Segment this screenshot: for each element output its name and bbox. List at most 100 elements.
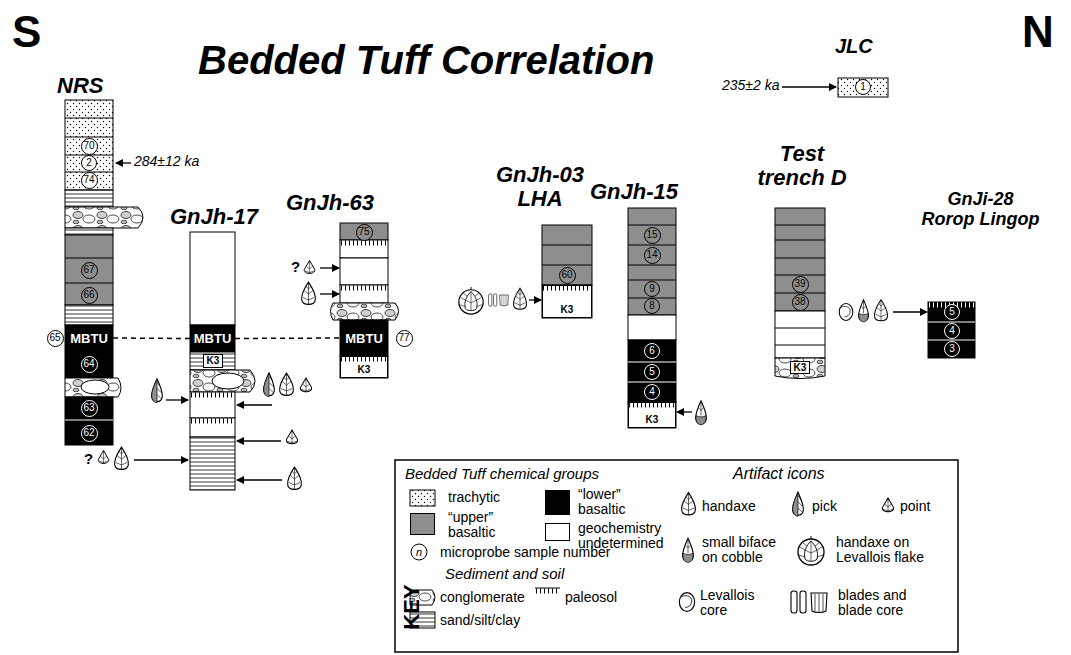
node-text: 2 [86, 158, 92, 168]
node-text: MBTU [194, 332, 232, 345]
sample-circle: 70 [81, 138, 98, 155]
node-text: 14 [646, 250, 657, 260]
label: GnJh-03 LHA [485, 163, 595, 211]
legend-text: small biface on cobble [702, 535, 784, 566]
legend-text: handaxe on Levallois flake [836, 535, 948, 566]
marker-tuff-box: MBTU [190, 325, 235, 352]
sample-circle: 67 [81, 262, 98, 279]
k3-layer: K3 [628, 402, 676, 428]
sample-circle: 63 [81, 400, 98, 417]
sample-circle: 66 [81, 287, 98, 304]
node-text: K3 [358, 365, 371, 375]
node-text: K3 [646, 415, 659, 425]
node-text: 8 [649, 301, 655, 311]
legend-text: blades and blade core [838, 588, 928, 619]
legend-text: microprobe sample number [440, 545, 610, 560]
sample-circle: 65 [47, 330, 64, 347]
sample-circle: 5 [644, 364, 660, 380]
label: JLC [835, 35, 873, 57]
node-text: 60 [561, 270, 572, 280]
sample-circle: 62 [81, 425, 98, 442]
label: GnJh-17 [170, 205, 258, 229]
label: GnJi-28 Rorop Lingop [920, 190, 1041, 230]
sample-circle: 6 [644, 343, 660, 359]
sample-circle: 74 [81, 172, 98, 189]
sample-circle: 4 [944, 323, 960, 339]
legend-text: “lower” basaltic [578, 487, 653, 518]
label: Artifact icons [733, 465, 825, 483]
node-text: 5 [949, 307, 955, 317]
sample-circle: 5 [944, 304, 960, 320]
node-text: 4 [649, 387, 655, 397]
node-text: K3 [794, 363, 807, 373]
node-text: 5 [649, 367, 655, 377]
node-text: 4 [949, 326, 955, 336]
marker-tuff-box: MBTU [65, 325, 113, 351]
marker-tuff-box: MBTU [340, 320, 388, 356]
correlation-line [235, 337, 340, 339]
k3-box: K3 [790, 361, 810, 374]
sample-circle: 4 [644, 384, 660, 400]
sample-circle: 77 [396, 330, 413, 347]
node-text: 39 [794, 279, 805, 289]
sample-circle: 9 [644, 281, 660, 297]
legend-text: point [900, 499, 930, 514]
label: NRS [57, 74, 103, 98]
legend-text: Levallois core [700, 588, 770, 619]
legend-swatch [545, 490, 570, 515]
node-text: K3 [207, 356, 220, 366]
label: GnJh-15 [590, 180, 678, 204]
node-text: 63 [83, 403, 94, 413]
label: GnJh-63 [286, 191, 374, 215]
node-text: 3 [949, 344, 955, 354]
k3-layer: K3 [340, 356, 388, 378]
correlation-line [113, 337, 190, 339]
diagram-title: Bedded Tuff Correlation [198, 38, 654, 82]
legend-swatch [545, 523, 570, 541]
node-text: 70 [83, 141, 94, 151]
label: Sediment and soil [445, 566, 564, 583]
label: S [12, 8, 41, 56]
label: 235±2 ka [722, 78, 780, 93]
label: KEY [400, 584, 424, 629]
node-text: 62 [83, 428, 94, 438]
node-text: 6 [649, 346, 655, 356]
sample-circle: 39 [792, 276, 809, 293]
node-text: 66 [83, 290, 94, 300]
sample-circle: 2 [81, 155, 97, 171]
label: ? [84, 451, 93, 468]
sample-circle: 1 [855, 79, 871, 95]
legend-swatch [410, 513, 435, 535]
legend-text: pick [812, 499, 837, 514]
sample-circle: 60 [559, 267, 576, 284]
sample-circle: 64 [81, 356, 98, 373]
k3-layer: K3 [542, 285, 592, 318]
label: n [416, 547, 422, 558]
label: N [1022, 8, 1054, 56]
node-text: 9 [649, 284, 655, 294]
legend-text: “upper” basaltic [448, 510, 523, 541]
node-text: 1 [860, 82, 866, 92]
node-text: 65 [49, 333, 60, 343]
node-text: MBTU [70, 332, 108, 345]
label: ? [291, 259, 300, 276]
label: Bedded Tuff chemical groups [405, 466, 599, 483]
sample-circle: 3 [944, 341, 960, 357]
label: Test trench D [752, 142, 852, 190]
legend-text: trachytic [448, 490, 500, 505]
sample-circle: 38 [792, 294, 809, 311]
sample-circle: 15 [644, 227, 661, 244]
node-text: 77 [398, 333, 409, 343]
node-text: 67 [83, 265, 94, 275]
node-text: 74 [83, 175, 94, 185]
k3-box: K3 [203, 354, 223, 368]
node-text: 38 [794, 297, 805, 307]
node-text: 15 [646, 230, 657, 240]
sample-circle: 8 [644, 298, 660, 314]
node-text: MBTU [345, 332, 383, 345]
node-text: K3 [561, 305, 574, 315]
node-text: 64 [83, 359, 94, 369]
sample-circle: 14 [644, 247, 661, 264]
legend-text: handaxe [702, 499, 756, 514]
label: 284±12 ka [134, 154, 199, 169]
